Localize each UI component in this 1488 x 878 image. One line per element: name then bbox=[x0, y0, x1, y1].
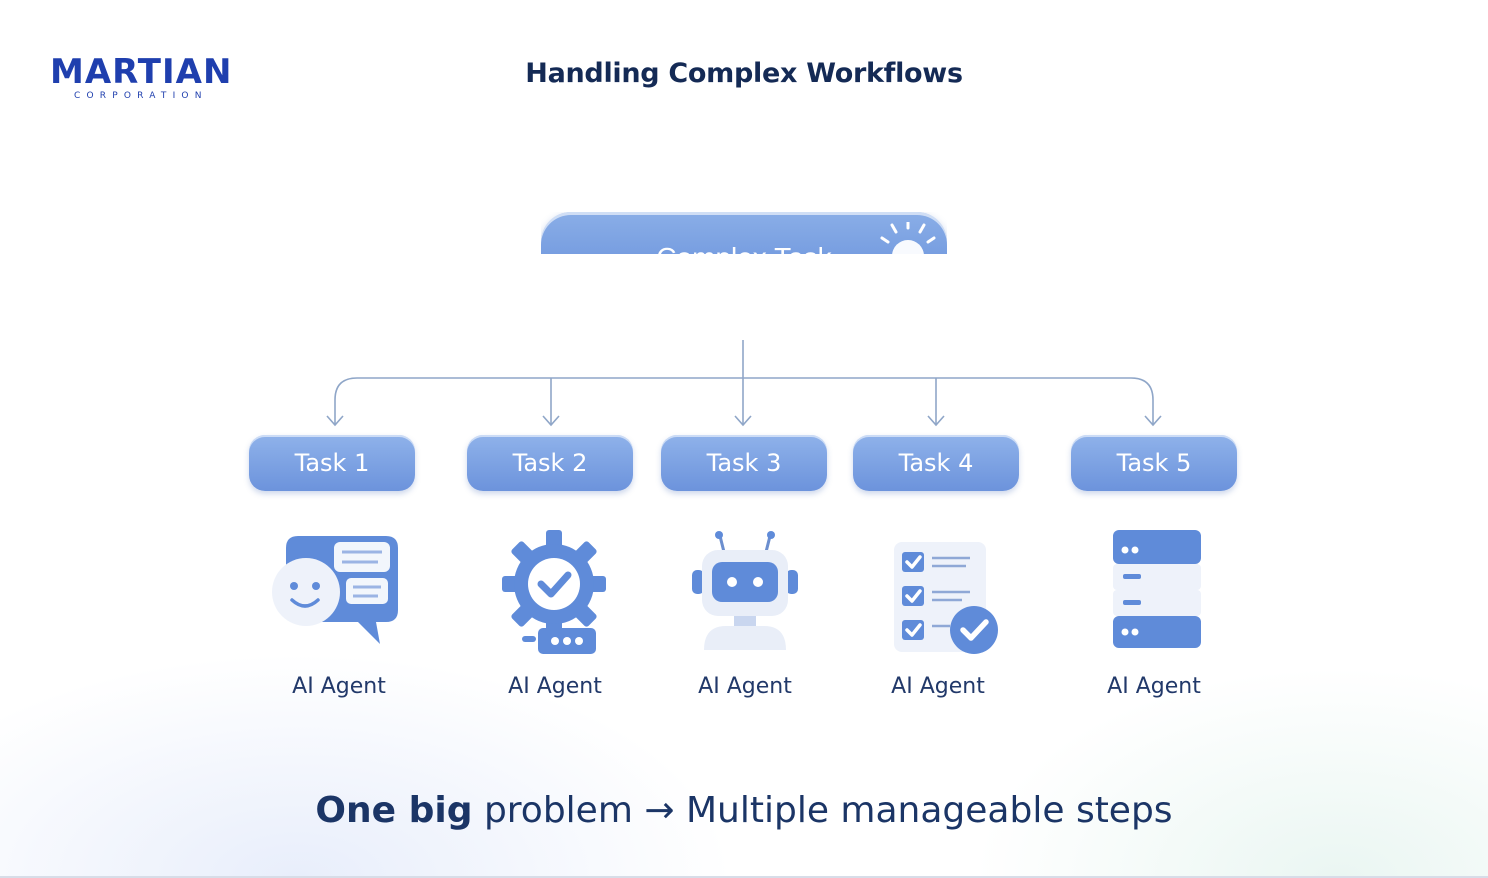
task-3-button[interactable]: Task 3 bbox=[661, 435, 827, 491]
task-1-button[interactable]: Task 1 bbox=[249, 435, 415, 491]
logo-subtitle: CORPORATION bbox=[74, 91, 208, 101]
agent-label-2: AI Agent bbox=[508, 674, 602, 699]
tagline-arrow: → bbox=[644, 790, 675, 831]
lightbulb-icon bbox=[880, 222, 936, 254]
chat-bubbles-icon bbox=[272, 536, 398, 644]
tagline-problem: problem bbox=[483, 790, 633, 831]
server-stack-icon bbox=[1113, 530, 1201, 648]
agent-label-3: AI Agent bbox=[698, 674, 792, 699]
agent-label-4: AI Agent bbox=[891, 674, 985, 699]
tagline: One big problem → Multiple manageable st… bbox=[0, 790, 1488, 831]
bottom-divider bbox=[0, 876, 1488, 878]
agent-label-1: AI Agent bbox=[292, 674, 386, 699]
logo-wordmark: MARTIAN bbox=[50, 52, 233, 92]
checklist-icon bbox=[894, 542, 998, 654]
robot-icon bbox=[692, 531, 798, 650]
page-title: Handling Complex Workflows bbox=[525, 58, 963, 89]
gear-check-icon bbox=[502, 530, 606, 654]
task-4-button[interactable]: Task 4 bbox=[853, 435, 1019, 491]
martian-logo: MARTIAN CORPORATION bbox=[50, 55, 250, 101]
task-5-button[interactable]: Task 5 bbox=[1071, 435, 1237, 491]
tagline-steps: Multiple manageable steps bbox=[685, 790, 1173, 831]
tagline-strong: One big bbox=[315, 790, 473, 831]
agent-label-5: AI Agent bbox=[1107, 674, 1201, 699]
complex-task-box: Complex Task bbox=[541, 212, 947, 254]
complex-task-label: Complex Task bbox=[541, 242, 947, 254]
task-2-button[interactable]: Task 2 bbox=[467, 435, 633, 491]
